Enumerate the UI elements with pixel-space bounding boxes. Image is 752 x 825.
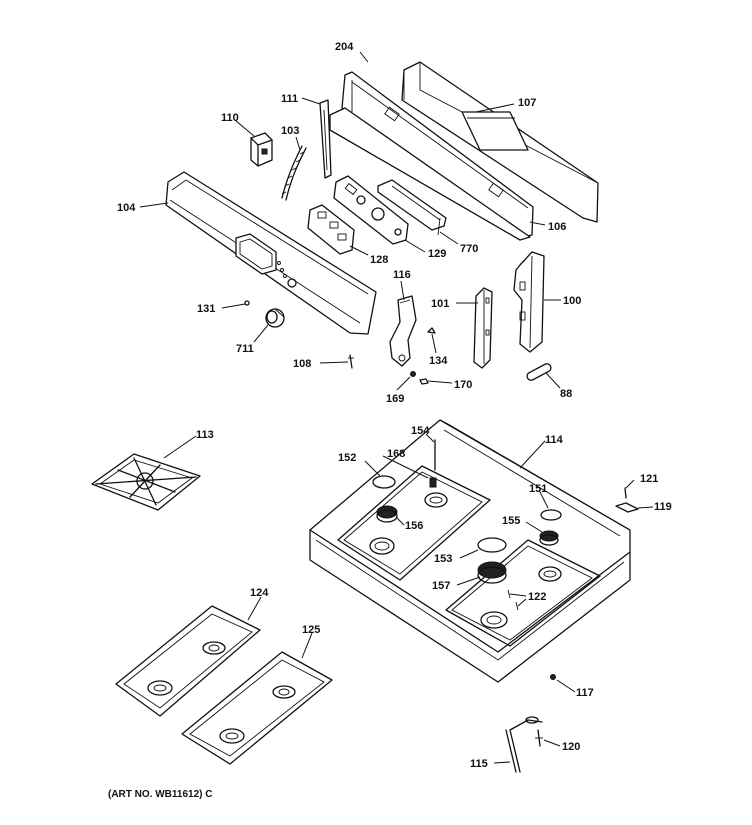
callout-151: 151 <box>529 483 547 495</box>
callout-88: 88 <box>560 388 572 400</box>
callout-100: 100 <box>563 295 581 307</box>
callout-124: 124 <box>250 587 269 599</box>
part-103-wire-harness <box>281 145 307 201</box>
callout-153: 153 <box>434 553 452 565</box>
callout-106: 106 <box>548 221 566 233</box>
part-106-backguard <box>329 71 534 241</box>
part-169-screw <box>410 371 416 377</box>
callout-204: 204 <box>335 41 354 53</box>
part-168-orifice <box>429 477 437 488</box>
part-170-screw <box>419 378 429 385</box>
part-770-display-board <box>377 179 447 236</box>
part-100-side-bracket <box>513 251 545 353</box>
part-101-bracket <box>473 287 493 369</box>
callout-125: 125 <box>302 624 320 636</box>
part-117-screw <box>550 674 556 680</box>
part-131-screw <box>244 300 250 306</box>
part-711-knob <box>265 308 285 328</box>
part-157-burner-head <box>477 561 507 584</box>
part-129-control-board <box>333 175 409 245</box>
callout-134: 134 <box>429 355 448 367</box>
callout-115: 115 <box>470 758 488 770</box>
callout-129: 129 <box>428 248 446 260</box>
callout-169: 169 <box>386 393 404 405</box>
part-119-clip <box>615 502 639 513</box>
callout-110: 110 <box>221 112 239 124</box>
part-88-grommet <box>526 363 552 381</box>
callout-121: 121 <box>640 473 658 485</box>
callout-107: 107 <box>518 97 536 109</box>
part-114-cooktop <box>309 419 631 683</box>
callout-155: 155 <box>502 515 520 527</box>
callout-113: 113 <box>196 429 214 441</box>
callout-116: 116 <box>393 269 411 281</box>
part-115-tube <box>505 716 543 773</box>
callout-101: 101 <box>431 298 449 310</box>
callout-122: 122 <box>528 591 546 603</box>
callout-168: 168 <box>387 448 405 460</box>
callout-157: 157 <box>432 580 450 592</box>
art-number-caption: (ART NO. WB11612) C <box>108 789 212 800</box>
part-124-drip-pan <box>115 605 261 717</box>
callout-120: 120 <box>562 741 580 753</box>
callout-103: 103 <box>281 125 299 137</box>
callout-770: 770 <box>460 243 478 255</box>
callout-111: 111 <box>281 93 298 105</box>
part-108-screw <box>348 354 354 369</box>
callout-labels: 204 107 111 110 103 104 106 770 129 128 … <box>117 41 672 770</box>
callout-154: 154 <box>411 425 430 437</box>
callout-119: 119 <box>654 501 672 513</box>
part-122-screws <box>507 589 519 611</box>
part-116-end-cap <box>389 295 417 367</box>
callout-131: 131 <box>197 303 215 315</box>
callout-128: 128 <box>370 254 388 266</box>
part-113-grate <box>91 453 201 511</box>
part-128-overlay <box>307 204 355 255</box>
part-152-burner-cap <box>372 475 396 489</box>
callout-170: 170 <box>454 379 472 391</box>
part-110-switch <box>250 132 273 167</box>
part-111-side-bracket <box>319 99 332 179</box>
callout-711: 711 <box>236 343 254 355</box>
part-104-control-panel <box>165 171 377 335</box>
callout-152: 152 <box>338 452 356 464</box>
part-151-burner-cap <box>540 509 562 521</box>
part-155-burner-head <box>539 530 559 546</box>
callout-114: 114 <box>545 434 564 446</box>
callout-104: 104 <box>117 202 136 214</box>
part-121-screw <box>624 487 627 499</box>
leader-lines <box>139 51 654 764</box>
part-153-burner-cap <box>477 537 507 553</box>
callout-156: 156 <box>405 520 423 532</box>
part-134-clip <box>427 327 436 334</box>
callout-108: 108 <box>293 358 311 370</box>
part-125-drip-pan <box>181 651 333 765</box>
part-120-fitting <box>535 729 543 747</box>
part-107-top-cover <box>401 61 599 223</box>
callout-117: 117 <box>576 687 594 699</box>
part-156-burner-head <box>376 505 398 523</box>
